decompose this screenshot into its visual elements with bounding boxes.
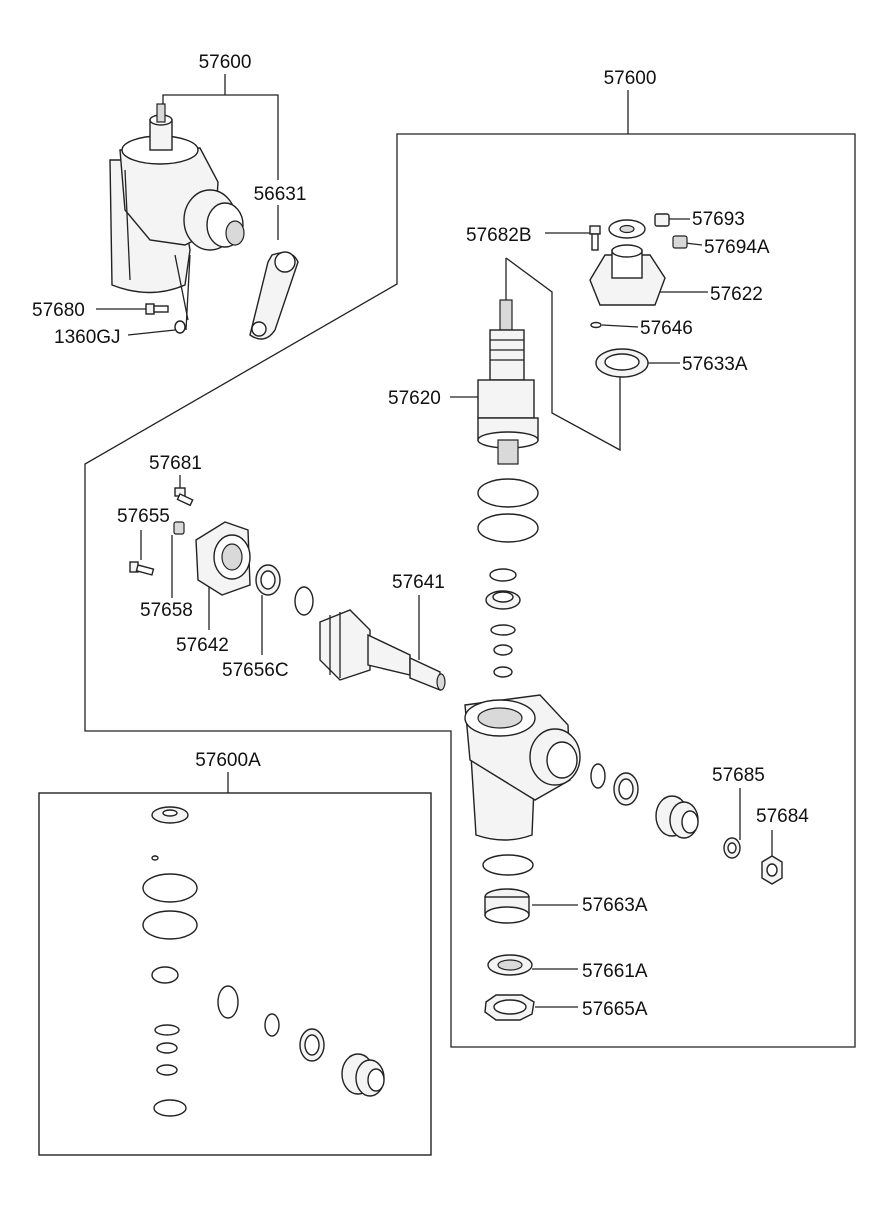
leader-lines (38, 74, 856, 1156)
label-57620: 57620 (388, 388, 441, 409)
side-cover-57642 (195, 521, 251, 596)
label-57665a: 57665A (582, 999, 648, 1020)
bolt-57682b (589, 225, 601, 251)
label-57684: 57684 (756, 806, 809, 827)
label-1360gj: 1360GJ (54, 327, 121, 348)
label-57646: 57646 (640, 318, 693, 339)
label-pitman-arm: 56631 (254, 184, 307, 205)
label-57633a: 57633A (682, 354, 748, 375)
seal-lower-1 (613, 772, 639, 806)
valve-assembly-57620 (477, 299, 539, 465)
oring-bottom (482, 854, 534, 876)
oil-seal-57633a (595, 348, 649, 378)
label-57680: 57680 (32, 300, 85, 321)
gear-housing (464, 694, 581, 841)
ball-nut-piece (485, 590, 521, 610)
label-57661a: 57661A (582, 961, 648, 982)
oring-upper-1 (477, 478, 539, 508)
label-57682b: 57682B (466, 225, 532, 246)
label-57600a: 57600A (195, 750, 261, 771)
oring-upper-2 (477, 513, 539, 543)
sector-shaft-57641 (319, 609, 446, 692)
bearing-57661a (487, 954, 533, 976)
washer-57685 (723, 837, 741, 859)
bolt-57655 (129, 561, 155, 576)
oring-side (294, 586, 314, 616)
label-57681: 57681 (149, 453, 202, 474)
oil-seal-57656c (255, 564, 281, 596)
bolt-57681 (174, 487, 194, 507)
steering-gear-assembly-top (109, 103, 245, 321)
seal-57663a (484, 888, 530, 924)
label-assy-right: 57600 (604, 68, 657, 89)
label-57655: 57655 (117, 506, 170, 527)
pitman-arm (249, 251, 299, 340)
label-assy-left: 57600 (199, 52, 252, 73)
dust-boot (655, 795, 699, 839)
nut-57684 (761, 855, 783, 885)
plug-57693 (654, 213, 670, 227)
label-57658: 57658 (140, 600, 193, 621)
label-57663a: 57663A (582, 895, 648, 916)
retaining-ring-57665a (484, 994, 535, 1021)
label-57642: 57642 (176, 635, 229, 656)
oring-small-1 (489, 568, 517, 582)
washer-1360gj (174, 320, 186, 334)
label-57622: 57622 (710, 284, 763, 305)
label-57693: 57693 (692, 209, 745, 230)
bolt-57680 (145, 303, 169, 315)
snap-ring-lower (590, 763, 606, 789)
nut-57658 (173, 521, 185, 535)
washer-top-hole (619, 224, 635, 234)
label-57685: 57685 (712, 765, 765, 786)
label-57641: 57641 (392, 572, 445, 593)
snap-ring (490, 624, 516, 636)
kit-contents (142, 806, 385, 1117)
oring-57646 (590, 321, 602, 329)
label-57656c: 57656C (222, 660, 289, 681)
oring-small-2 (493, 644, 513, 656)
nut-57694a (672, 235, 688, 249)
label-57694a: 57694A (704, 237, 770, 258)
oring-small-3 (493, 666, 513, 678)
top-cover-57622 (589, 244, 666, 306)
